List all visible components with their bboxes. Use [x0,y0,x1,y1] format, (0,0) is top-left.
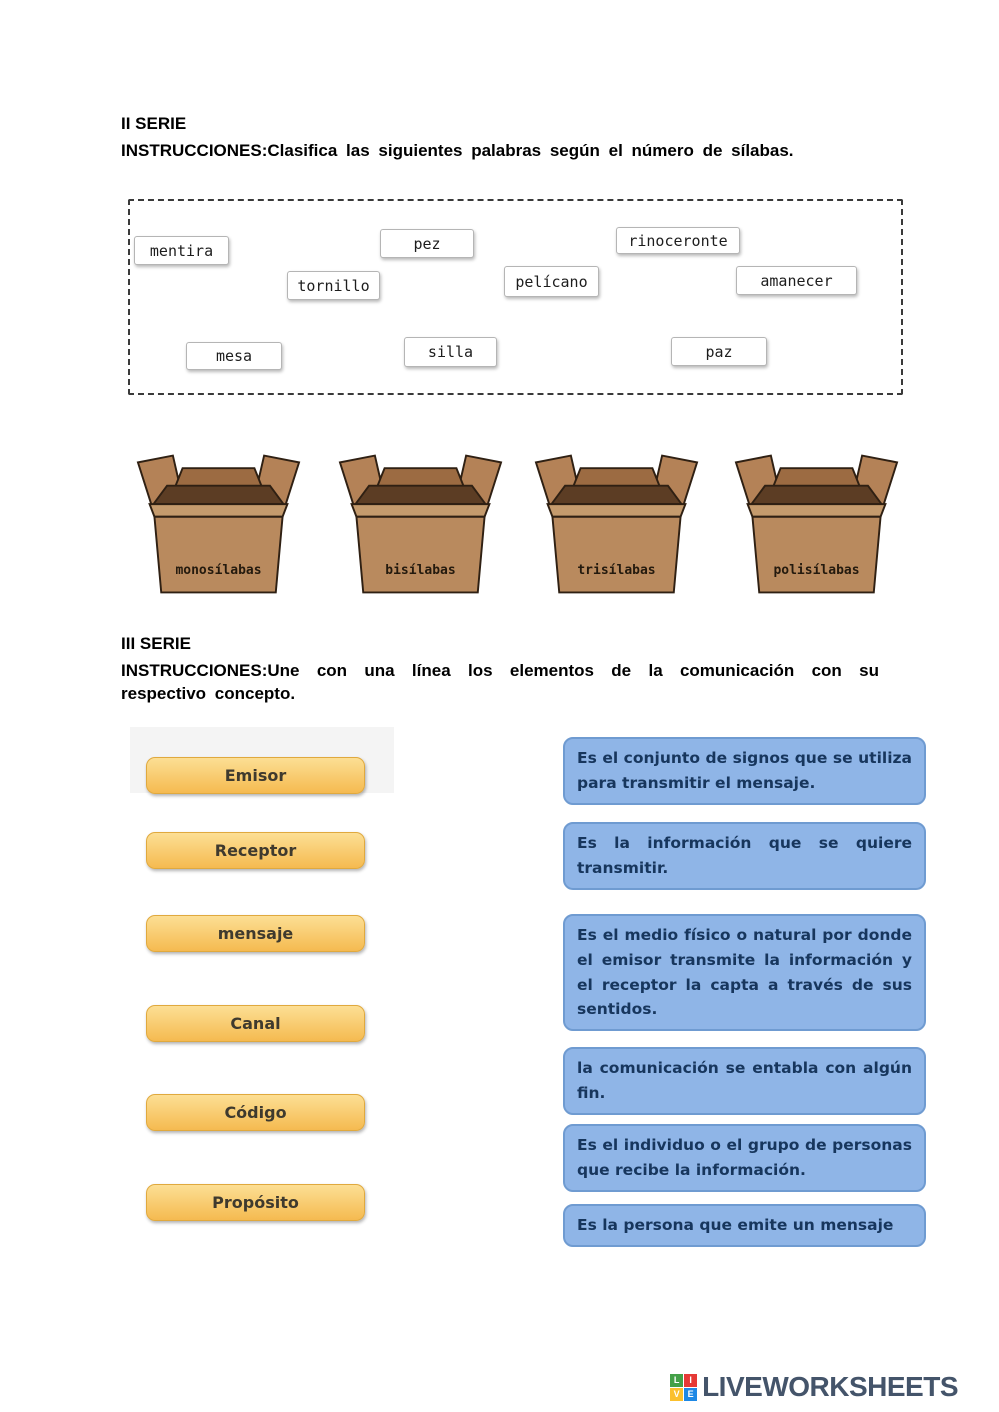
word-tile-paz[interactable]: paz [671,337,767,366]
syllable-box-polisilabas[interactable]: polisílabas [734,448,899,600]
cardboard-box-icon [534,454,699,594]
serie3-instructions: INSTRUCCIONES:Une con una línea los elem… [121,661,879,703]
word-tile-amanecer[interactable]: amanecer [736,266,857,295]
logo-letter-l: L [670,1373,684,1387]
word-bank-area [128,199,903,395]
concept-mensaje[interactable]: Es la información que se quiere transmit… [563,822,926,890]
element-codigo[interactable]: Código [146,1094,365,1131]
concept-codigo[interactable]: Es el conjunto de signos que se utiliza … [563,737,926,805]
concept-canal[interactable]: Es el medio físico o natural por donde e… [563,914,926,1032]
box-label-trisilabas: trisílabas [577,563,656,578]
logo-letter-e: E [684,1387,698,1401]
syllable-box-trisilabas[interactable]: trisílabas [534,448,699,600]
word-tile-silla[interactable]: silla [404,337,497,367]
serie2-title: II SERIE [121,114,187,133]
serie2-instructions: INSTRUCCIONES:Clasifica las siguientes p… [121,141,794,160]
liveworksheets-logo-icon: L I V E [670,1373,698,1401]
serie3-title: III SERIE [121,634,191,653]
liveworksheets-brand[interactable]: L I V E LIVEWORKSHEETS [670,1371,958,1403]
element-canal[interactable]: Canal [146,1005,365,1042]
logo-letter-v: V [670,1387,684,1401]
syllable-box-bisilabas[interactable]: bisílabas [338,448,503,600]
word-tile-pelicano[interactable]: pelícano [504,266,599,297]
cardboard-box-icon [734,454,899,594]
logo-letter-i: I [684,1373,698,1387]
element-proposito[interactable]: Propósito [146,1184,365,1221]
word-tile-mesa[interactable]: mesa [186,342,282,370]
word-tile-pez[interactable]: pez [380,229,474,258]
syllable-box-monosilabas[interactable]: monosílabas [136,448,301,600]
concept-receptor[interactable]: Es el individuo o el grupo de personas q… [563,1124,926,1192]
cardboard-box-icon [338,454,503,594]
box-label-polisilabas: polisílabas [773,563,860,578]
word-tile-tornillo[interactable]: tornillo [287,271,380,300]
concept-proposito[interactable]: la comunicación se entabla con algún fin… [563,1047,926,1115]
word-tile-rinoceronte[interactable]: rinoceronte [616,227,740,254]
box-label-monosilabas: monosílabas [175,563,262,578]
box-label-bisilabas: bisílabas [385,563,456,578]
element-emisor[interactable]: Emisor [146,757,365,794]
brand-text: LIVEWORKSHEETS [702,1371,958,1402]
concept-emisor[interactable]: Es la persona que emite un mensaje [563,1204,926,1247]
cardboard-box-icon [136,454,301,594]
element-mensaje[interactable]: mensaje [146,915,365,952]
element-receptor[interactable]: Receptor [146,832,365,869]
word-tile-mentira[interactable]: mentira [134,236,229,265]
